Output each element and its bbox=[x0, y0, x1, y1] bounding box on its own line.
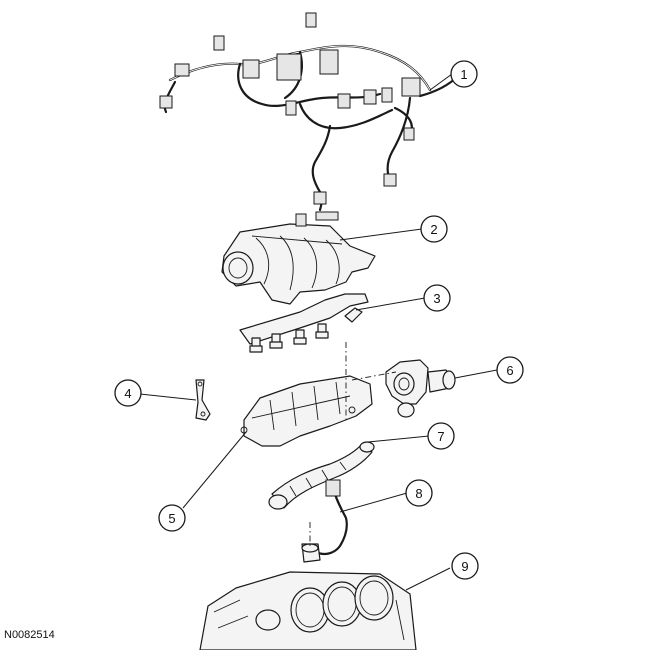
svg-text:9: 9 bbox=[461, 559, 468, 574]
coolant-hose-part bbox=[268, 441, 375, 510]
knock-sensor-part bbox=[301, 479, 348, 563]
thermostat-housing-part bbox=[385, 359, 456, 418]
bracket-part bbox=[195, 379, 211, 421]
svg-text:2: 2 bbox=[430, 222, 437, 237]
svg-text:3: 3 bbox=[433, 291, 440, 306]
fuel-rail-injectors-part bbox=[239, 293, 369, 353]
leader-line-2 bbox=[339, 228, 423, 241]
leader-line-4 bbox=[139, 393, 197, 401]
lower-intake-manifold-part bbox=[240, 375, 373, 447]
alignment-line bbox=[351, 371, 397, 381]
leader-line-3 bbox=[355, 297, 426, 311]
callout-6: 6 bbox=[496, 356, 524, 384]
svg-text:1: 1 bbox=[460, 67, 467, 82]
leader-line-1 bbox=[429, 73, 453, 91]
svg-text:5: 5 bbox=[168, 511, 175, 526]
wiring-harness-part bbox=[159, 12, 460, 212]
leader-line-9 bbox=[405, 567, 451, 591]
engine-block-part bbox=[199, 571, 417, 650]
leader-line-5 bbox=[182, 431, 247, 509]
svg-text:4: 4 bbox=[124, 386, 131, 401]
callout-5: 5 bbox=[158, 504, 186, 532]
callout-2: 2 bbox=[420, 215, 448, 243]
callout-4: 4 bbox=[114, 379, 142, 407]
upper-intake-manifold-part bbox=[221, 211, 376, 305]
callout-7: 7 bbox=[427, 422, 455, 450]
callout-8: 8 bbox=[405, 479, 433, 507]
callout-1: 1 bbox=[450, 60, 478, 88]
svg-text:8: 8 bbox=[415, 486, 422, 501]
leader-line-6 bbox=[454, 369, 498, 379]
svg-text:6: 6 bbox=[506, 363, 513, 378]
callout-3: 3 bbox=[423, 284, 451, 312]
svg-text:7: 7 bbox=[437, 429, 444, 444]
callout-9: 9 bbox=[451, 552, 479, 580]
leader-line-7 bbox=[367, 435, 430, 443]
leader-line-8 bbox=[339, 492, 408, 513]
figure-id-label: N0082514 bbox=[4, 629, 55, 641]
